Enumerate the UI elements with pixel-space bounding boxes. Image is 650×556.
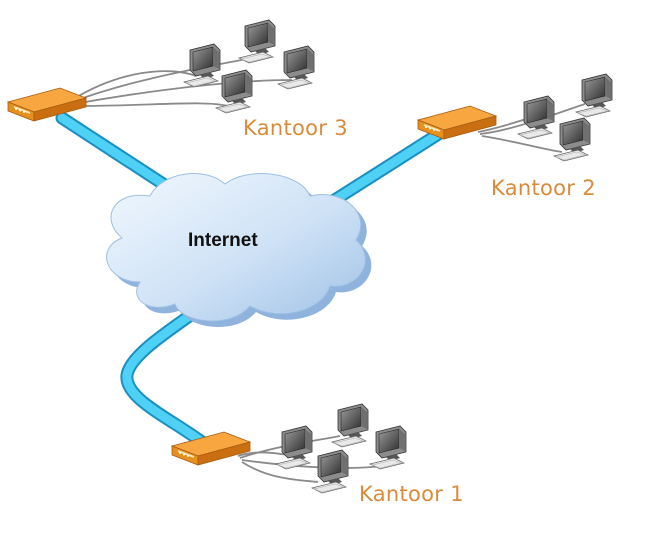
office-cables xyxy=(71,57,586,483)
network-links xyxy=(55,111,455,455)
computer-icon xyxy=(183,43,221,88)
office-label-kantoor-3: Kantoor 3 xyxy=(243,116,348,140)
computers-kantoor-3 xyxy=(183,19,315,114)
computer-icon xyxy=(215,69,253,114)
computer-icon xyxy=(369,425,407,470)
computer-icon xyxy=(517,95,555,140)
computer-icon xyxy=(575,73,613,118)
office-label-kantoor-2: Kantoor 2 xyxy=(491,176,596,200)
computer-icon xyxy=(238,19,276,64)
office-label-kantoor-1: Kantoor 1 xyxy=(359,482,464,506)
computer-icon xyxy=(311,449,349,494)
computer-icon xyxy=(277,45,315,90)
cloud-label: Internet xyxy=(188,230,258,251)
cloud-icon xyxy=(106,173,372,327)
computer-icon xyxy=(553,117,591,162)
computers-kantoor-2 xyxy=(517,73,613,162)
router-kantoor-3 xyxy=(7,87,87,122)
computer-icon xyxy=(331,403,369,448)
